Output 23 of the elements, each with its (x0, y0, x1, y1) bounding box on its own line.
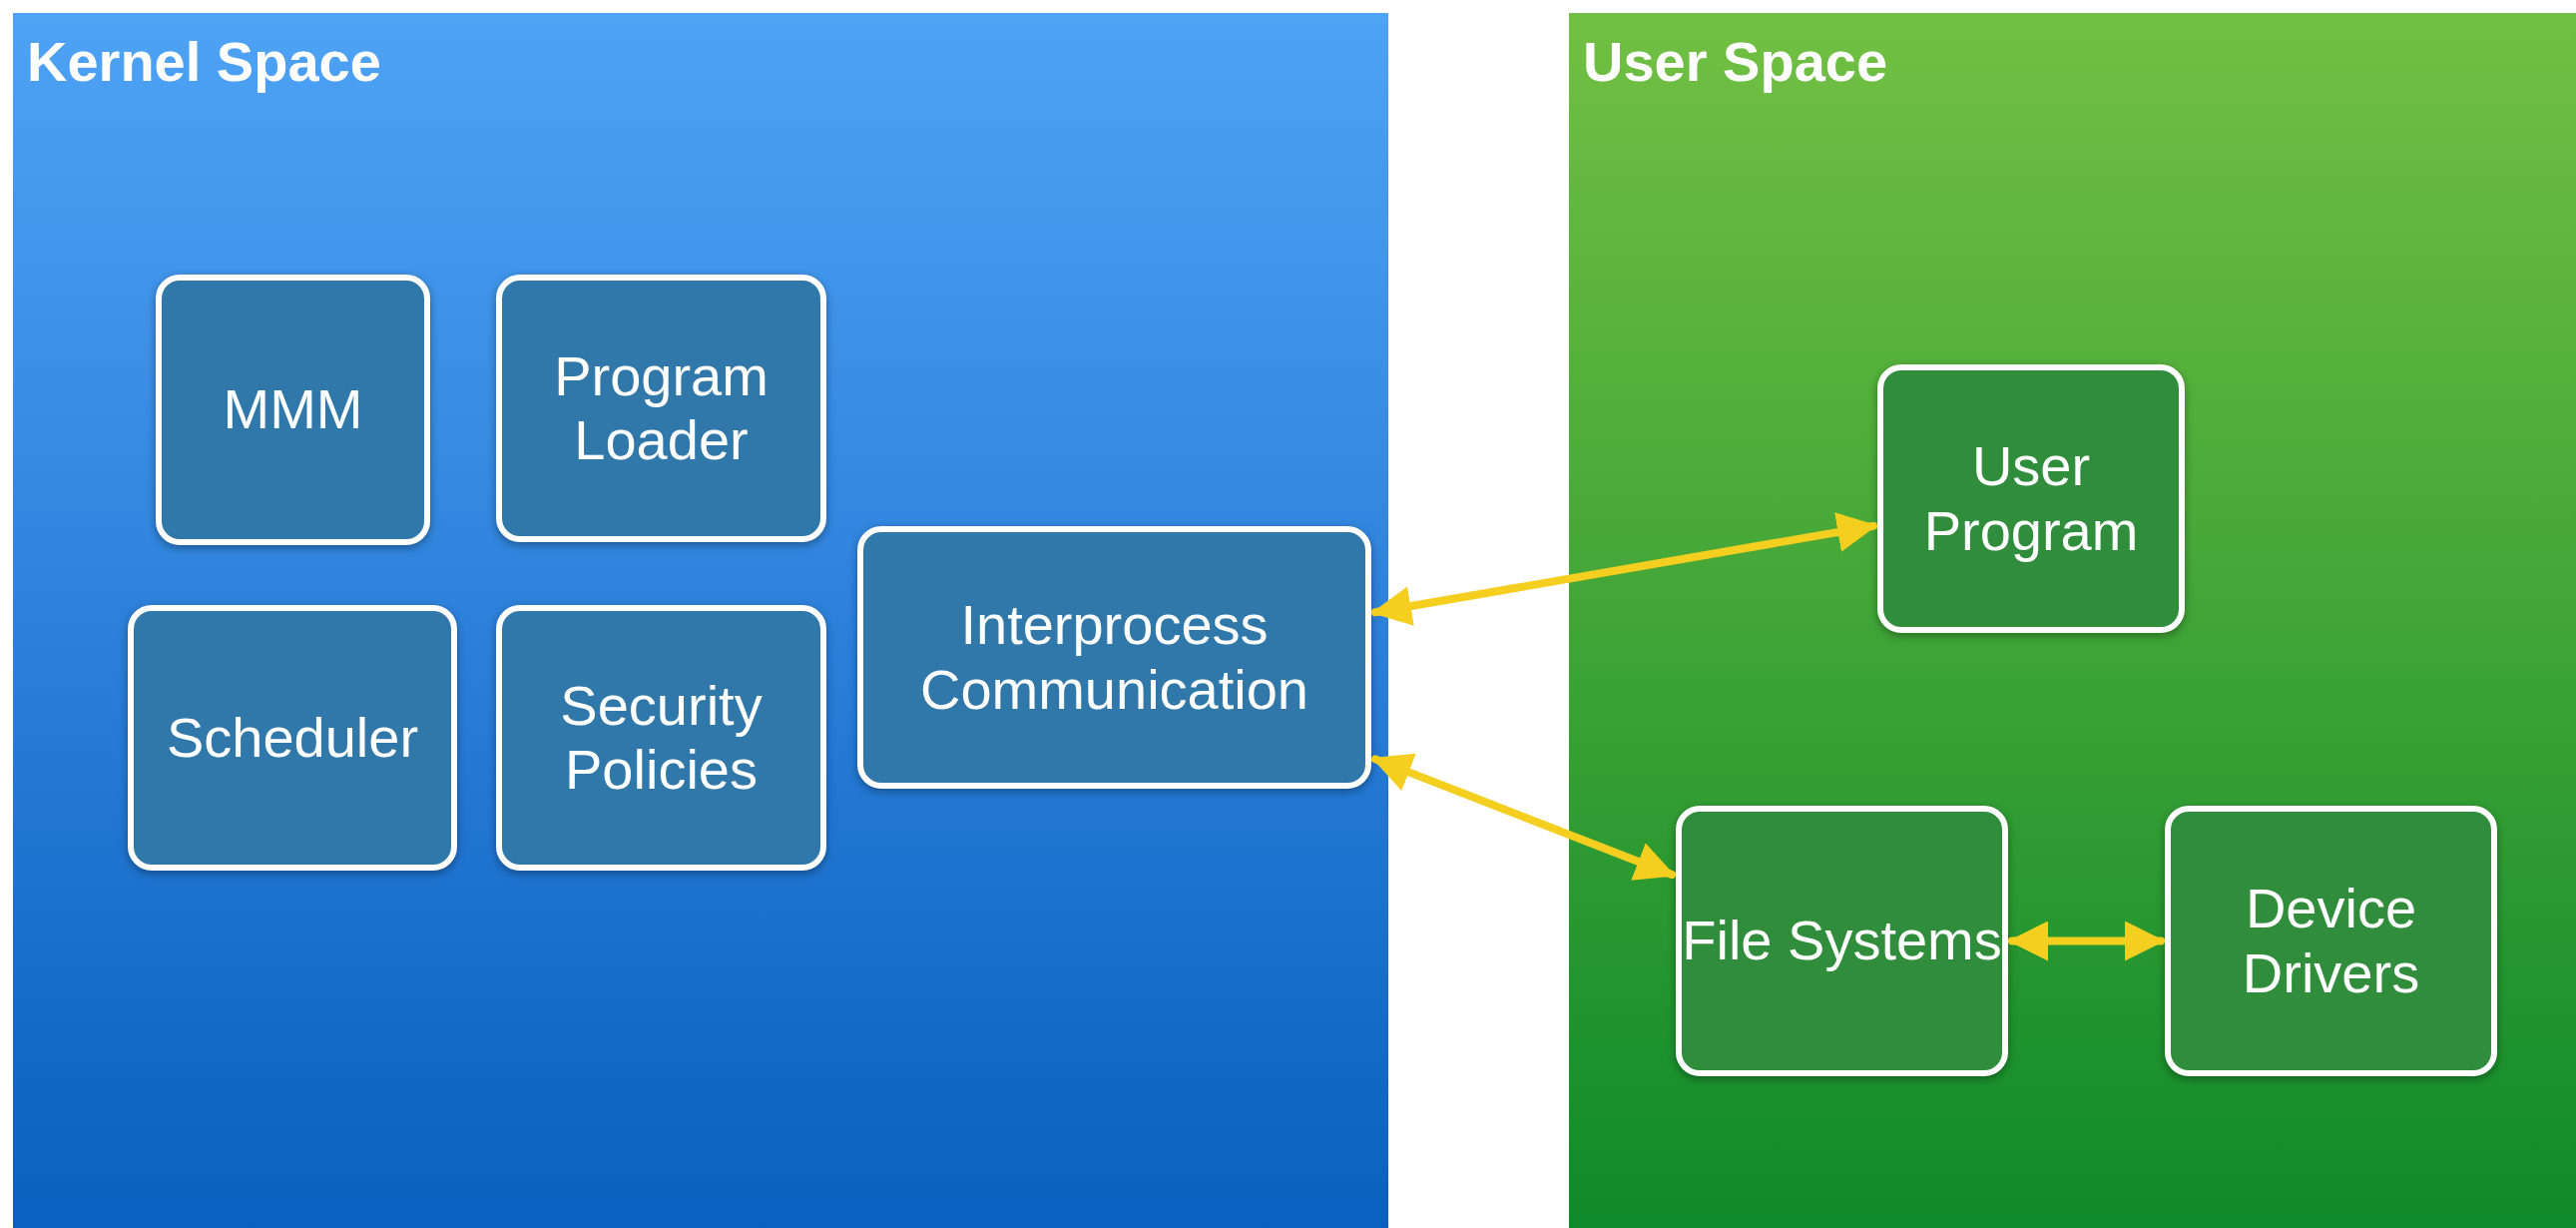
region-panel (1569, 13, 2576, 1228)
panel-title: Kernel Space (27, 29, 381, 94)
region-panel (13, 13, 1388, 1228)
component-box (857, 526, 1371, 789)
panel-title: User Space (1583, 29, 1888, 94)
double-arrow (1371, 753, 1676, 881)
box-label: Device Drivers (2241, 877, 2421, 1005)
component-box (1676, 806, 2008, 1076)
component-box (128, 605, 457, 871)
box-label: Security Policies (559, 673, 764, 803)
double-arrow (2008, 921, 2165, 961)
component-box (496, 605, 826, 871)
component-box (1877, 364, 2185, 633)
component-box (496, 275, 826, 542)
box-label: File Systems (1682, 909, 2002, 973)
box-label: Scheduler (166, 705, 419, 771)
double-arrow (1371, 512, 1877, 626)
box-label: User Program (1922, 434, 2140, 563)
component-box (2165, 806, 2497, 1076)
box-label: MMM (223, 377, 363, 442)
box-label: Program Loader (553, 343, 770, 473)
component-box (156, 275, 430, 545)
box-label: Interprocess Communication (918, 593, 1309, 722)
